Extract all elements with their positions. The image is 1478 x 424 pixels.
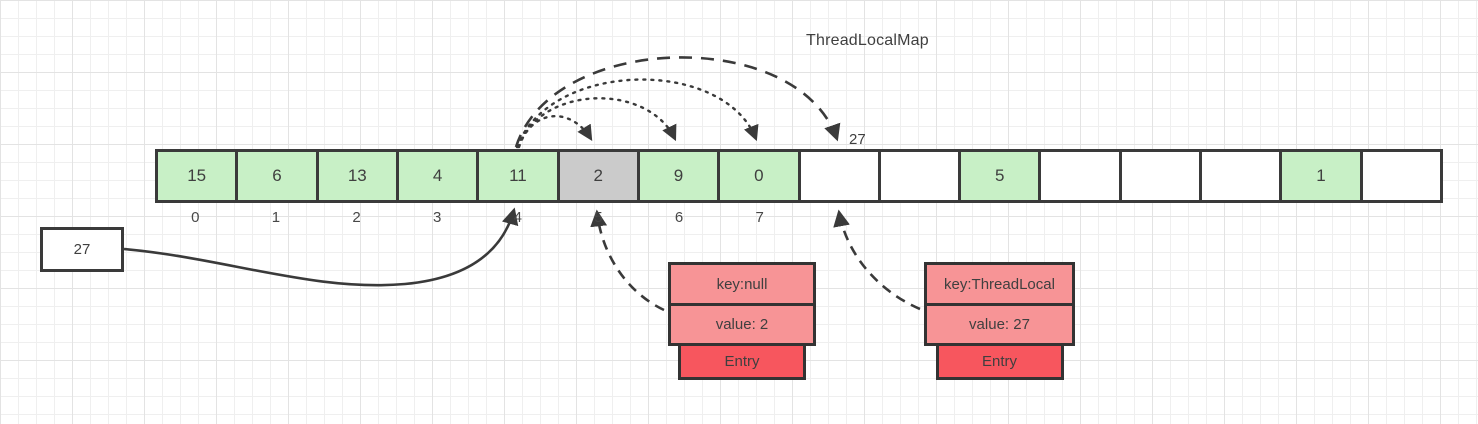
array-cell-4: 11 <box>479 152 560 200</box>
array-cell-10: 5 <box>961 152 1042 200</box>
index-label-3: 3 <box>433 209 442 226</box>
index-label-5: 5 <box>594 209 603 226</box>
array-cell-2: 13 <box>318 152 399 200</box>
array-cell-11 <box>1041 152 1122 200</box>
hash-array: 15 6 13 4 11 2 9 0 5 1 <box>155 149 1443 203</box>
probe-arc-slot8-dashed <box>514 56 841 148</box>
probe-arc-slot5 <box>517 114 593 149</box>
entry-threadlocal-value: value: 27 <box>924 303 1075 346</box>
value-27-box: 27 <box>40 227 124 272</box>
entry-null-key: key:null <box>668 262 816 306</box>
probe-arc-slot6 <box>516 97 677 149</box>
index-label-row: 0 1 2 3 4 5 6 7 <box>155 209 800 229</box>
entry-threadlocal-tag: Entry <box>935 343 1064 380</box>
entry-null-box: key:null value: 2 Entry <box>668 262 816 380</box>
index-label-6: 6 <box>674 209 684 226</box>
diagram-title: ThreadLocalMap <box>806 32 929 49</box>
entry-threadlocal-box: key:ThreadLocal value: 27 Entry <box>924 262 1075 380</box>
array-cell-9 <box>880 152 962 200</box>
array-cell-7: 0 <box>720 152 801 200</box>
index-label-7: 7 <box>755 209 764 226</box>
array-cell-13 <box>1202 152 1283 200</box>
entry-threadlocal-key: key:ThreadLocal <box>924 262 1075 306</box>
probe-insert-label: 27 <box>849 131 866 148</box>
array-cell-6: 9 <box>639 152 721 200</box>
index-label-4: 4 <box>513 209 522 226</box>
array-cell-3: 4 <box>398 152 480 200</box>
index-label-2: 2 <box>352 209 361 226</box>
array-cell-8 <box>800 152 881 200</box>
index-label-0: 0 <box>191 209 200 226</box>
array-cell-1: 6 <box>238 152 319 200</box>
probe-arc-slot7 <box>515 78 759 149</box>
entry-null-tag: Entry <box>678 343 806 380</box>
array-cell-12 <box>1121 152 1203 200</box>
entry-null-value: value: 2 <box>668 303 816 346</box>
array-cell-14: 1 <box>1282 152 1363 200</box>
array-cell-5: 2 <box>559 152 640 200</box>
entry-threadlocal-arrow <box>833 209 921 311</box>
array-cell-15 <box>1362 152 1440 200</box>
array-cell-0: 15 <box>158 152 239 200</box>
index-label-1: 1 <box>271 209 281 226</box>
